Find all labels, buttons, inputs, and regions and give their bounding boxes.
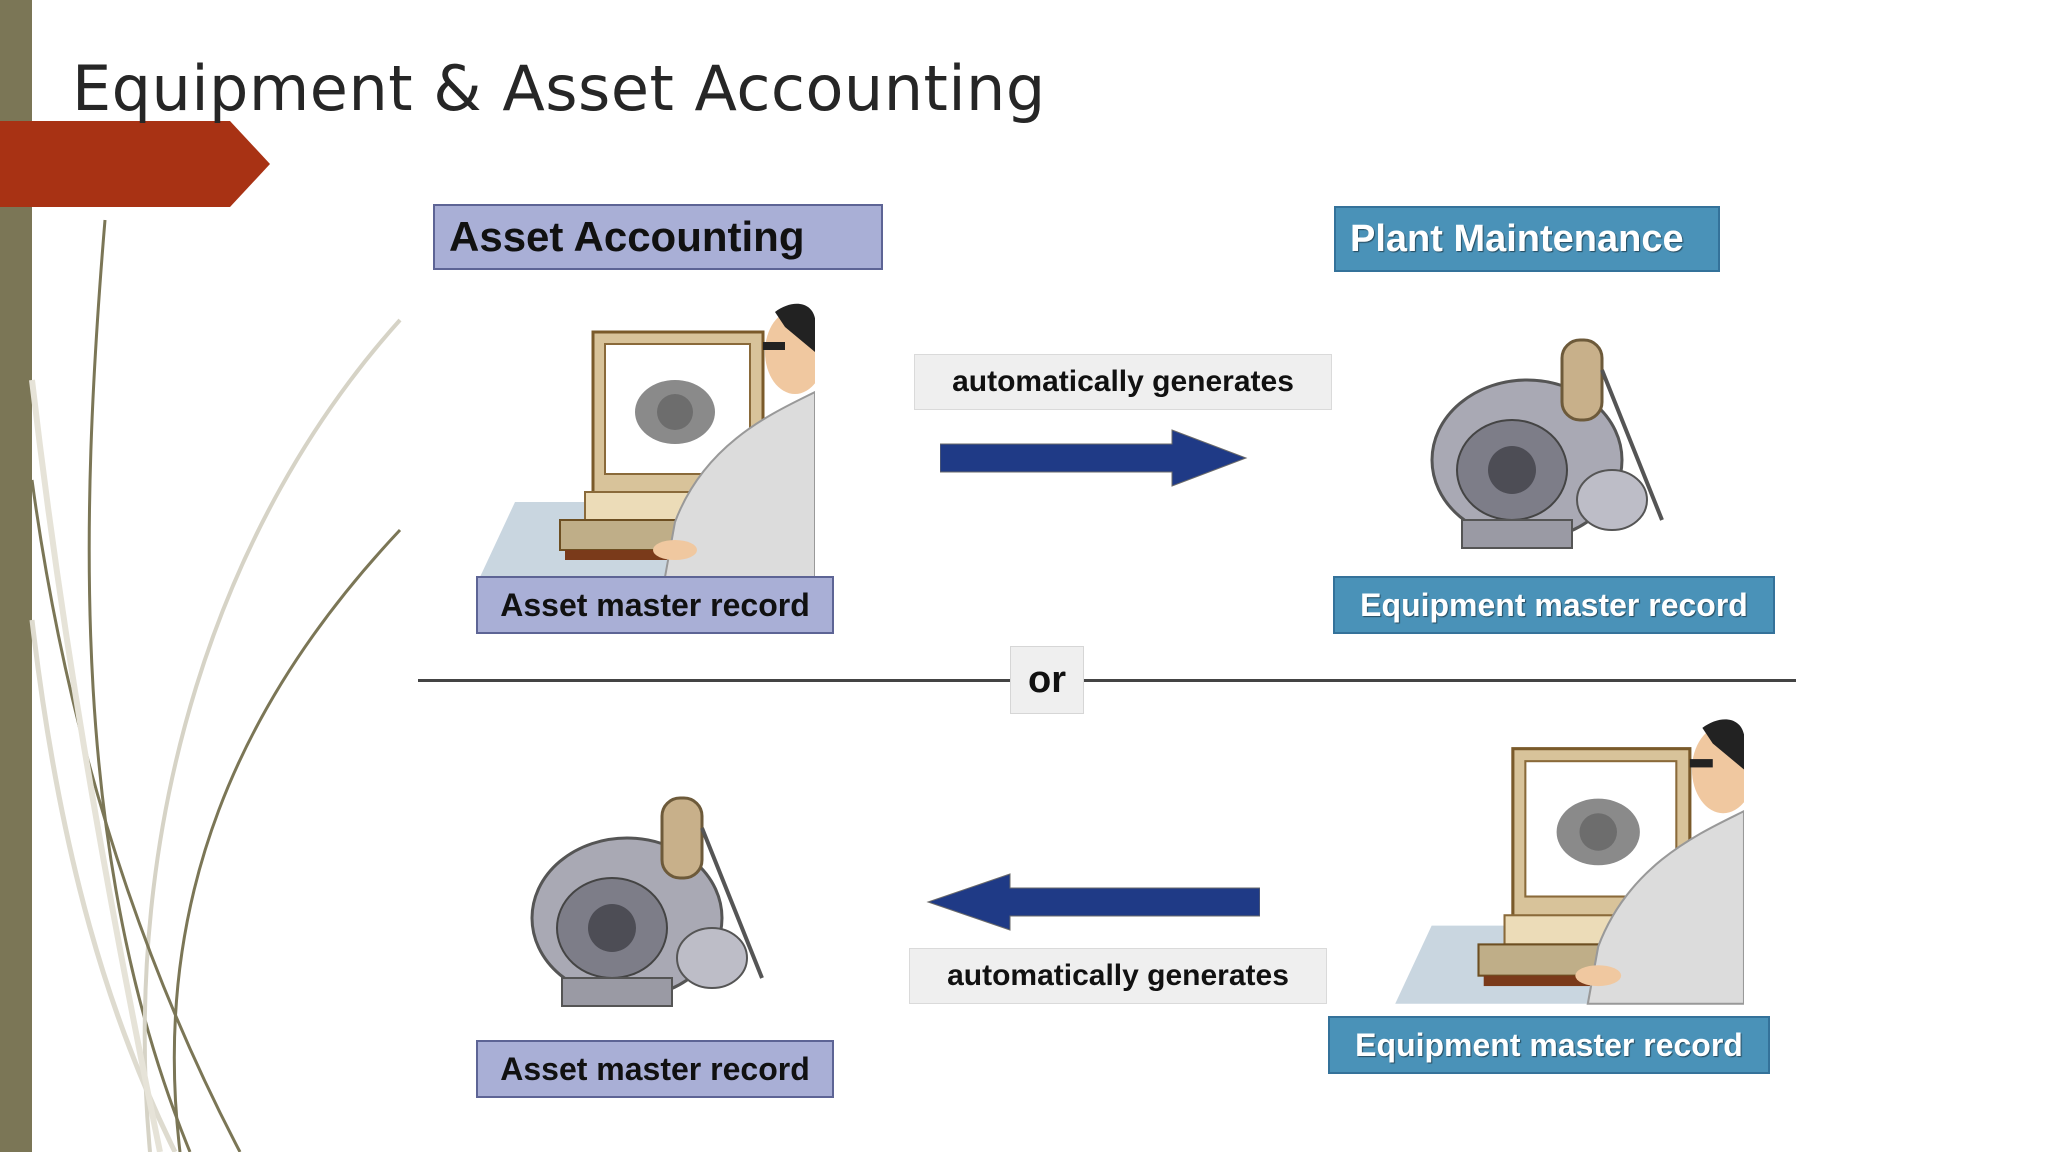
- generates-label-bottom: automatically generates: [909, 948, 1327, 1004]
- equipment-master-record-top: Equipment master record: [1333, 576, 1775, 634]
- divider-line: [418, 679, 1796, 682]
- person-at-computer-icon: [480, 303, 815, 578]
- person-at-computer-icon: [1395, 719, 1744, 1005]
- decorative-curves: [29, 219, 402, 1152]
- turbocharger-icon: [530, 796, 764, 1007]
- turbocharger-icon: [1430, 338, 1664, 549]
- asset-master-record-top: Asset master record: [476, 576, 834, 634]
- slide-title: Equipment & Asset Accounting: [72, 51, 1046, 125]
- equipment-master-record-bottom: Equipment master record: [1328, 1016, 1770, 1074]
- plant-maintenance-header: Plant Maintenance: [1334, 206, 1720, 272]
- asset-master-record-bottom: Asset master record: [476, 1040, 834, 1098]
- arrow-left-icon: [926, 873, 1260, 931]
- or-label: or: [1010, 646, 1084, 714]
- generates-label-top: automatically generates: [914, 354, 1332, 410]
- accent-tab: [0, 121, 270, 207]
- asset-accounting-header: Asset Accounting: [433, 204, 883, 270]
- arrow-right-icon: [940, 429, 1248, 487]
